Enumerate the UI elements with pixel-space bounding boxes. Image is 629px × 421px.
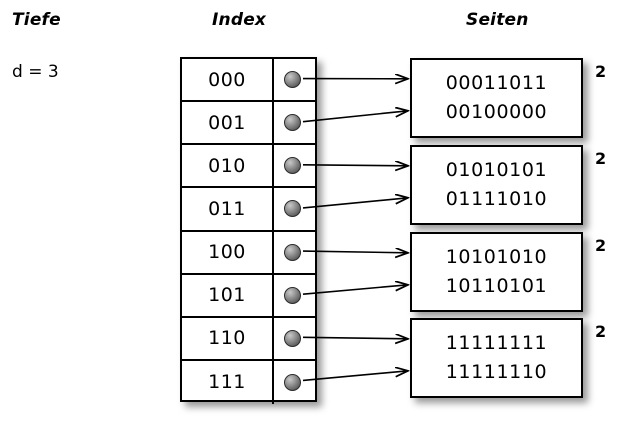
pointer-arrow: [302, 111, 408, 123]
page-record-value: 11111111: [445, 331, 548, 354]
index-pointer-cell[interactable]: [272, 360, 315, 404]
index-pointer-cell[interactable]: [272, 231, 315, 273]
index-pointer-cell[interactable]: [272, 188, 315, 230]
pointer-arrow: [302, 371, 408, 382]
page-record-value: 10110101: [445, 275, 548, 297]
page-record-count: 2: [595, 236, 607, 255]
index-row[interactable]: 000: [182, 59, 315, 103]
index-row[interactable]: 111: [182, 360, 315, 404]
pointer-dot-icon: [284, 329, 301, 347]
index-row[interactable]: 110: [182, 317, 315, 361]
pointer-dot-icon: [284, 200, 301, 218]
index-row[interactable]: 101: [182, 274, 315, 318]
index-key-label: 000: [208, 68, 246, 91]
column-header-seiten: Seiten: [466, 10, 529, 30]
page-box[interactable]: 10101010 10110101: [410, 232, 583, 312]
index-key-label: 010: [208, 154, 246, 177]
index-row[interactable]: 010: [182, 145, 315, 189]
index-key-label: 001: [208, 111, 246, 134]
page-record-value: 01010101: [445, 158, 548, 181]
page-box[interactable]: 00011011 00100000: [410, 58, 583, 138]
index-key-label: 101: [208, 284, 246, 307]
index-key-label: 111: [208, 371, 246, 394]
index-row[interactable]: 100: [182, 231, 315, 275]
page-record-value: 11111110: [445, 361, 548, 383]
index-table: 000 001 010 011 100 101 110 111: [180, 57, 317, 404]
column-header-tiefe: Tiefe: [12, 10, 61, 30]
column-header-index: Index: [212, 10, 267, 30]
index-key-label: 011: [208, 197, 246, 220]
pointer-dot-icon: [284, 373, 301, 391]
index-key-label: 100: [208, 241, 246, 264]
page-record-value: 00100000: [445, 101, 548, 123]
index-key-label: 110: [208, 327, 246, 350]
pointer-dot-icon: [284, 157, 301, 175]
page-record-value: 00011011: [445, 71, 548, 94]
page-box[interactable]: 11111111 11111110: [410, 318, 583, 398]
page-record-count: 2: [595, 322, 607, 341]
pointer-dot-icon: [284, 71, 301, 89]
index-pointer-cell[interactable]: [272, 102, 315, 144]
index-pointer-cell[interactable]: [272, 274, 315, 316]
depth-value-label: d = 3: [12, 62, 59, 82]
pointer-arrow: [302, 285, 408, 295]
page-box[interactable]: 01010101 01111010: [410, 145, 583, 225]
pointer-dot-icon: [284, 286, 301, 304]
index-pointer-cell[interactable]: [272, 317, 315, 359]
index-pointer-cell[interactable]: [272, 59, 315, 101]
page-record-count: 2: [595, 62, 607, 81]
pointer-dot-icon: [284, 114, 301, 132]
index-row[interactable]: 001: [182, 102, 315, 146]
pointer-arrow: [302, 165, 408, 166]
index-row[interactable]: 011: [182, 188, 315, 232]
page-record-value: 10101010: [445, 245, 548, 268]
pointer-arrow: [302, 337, 408, 339]
pointer-arrow: [302, 251, 408, 253]
pointer-dot-icon: [284, 243, 301, 261]
page-record-count: 2: [595, 149, 607, 168]
pointer-arrow: [302, 198, 408, 209]
page-record-value: 01111010: [445, 188, 548, 210]
index-pointer-cell[interactable]: [272, 145, 315, 187]
